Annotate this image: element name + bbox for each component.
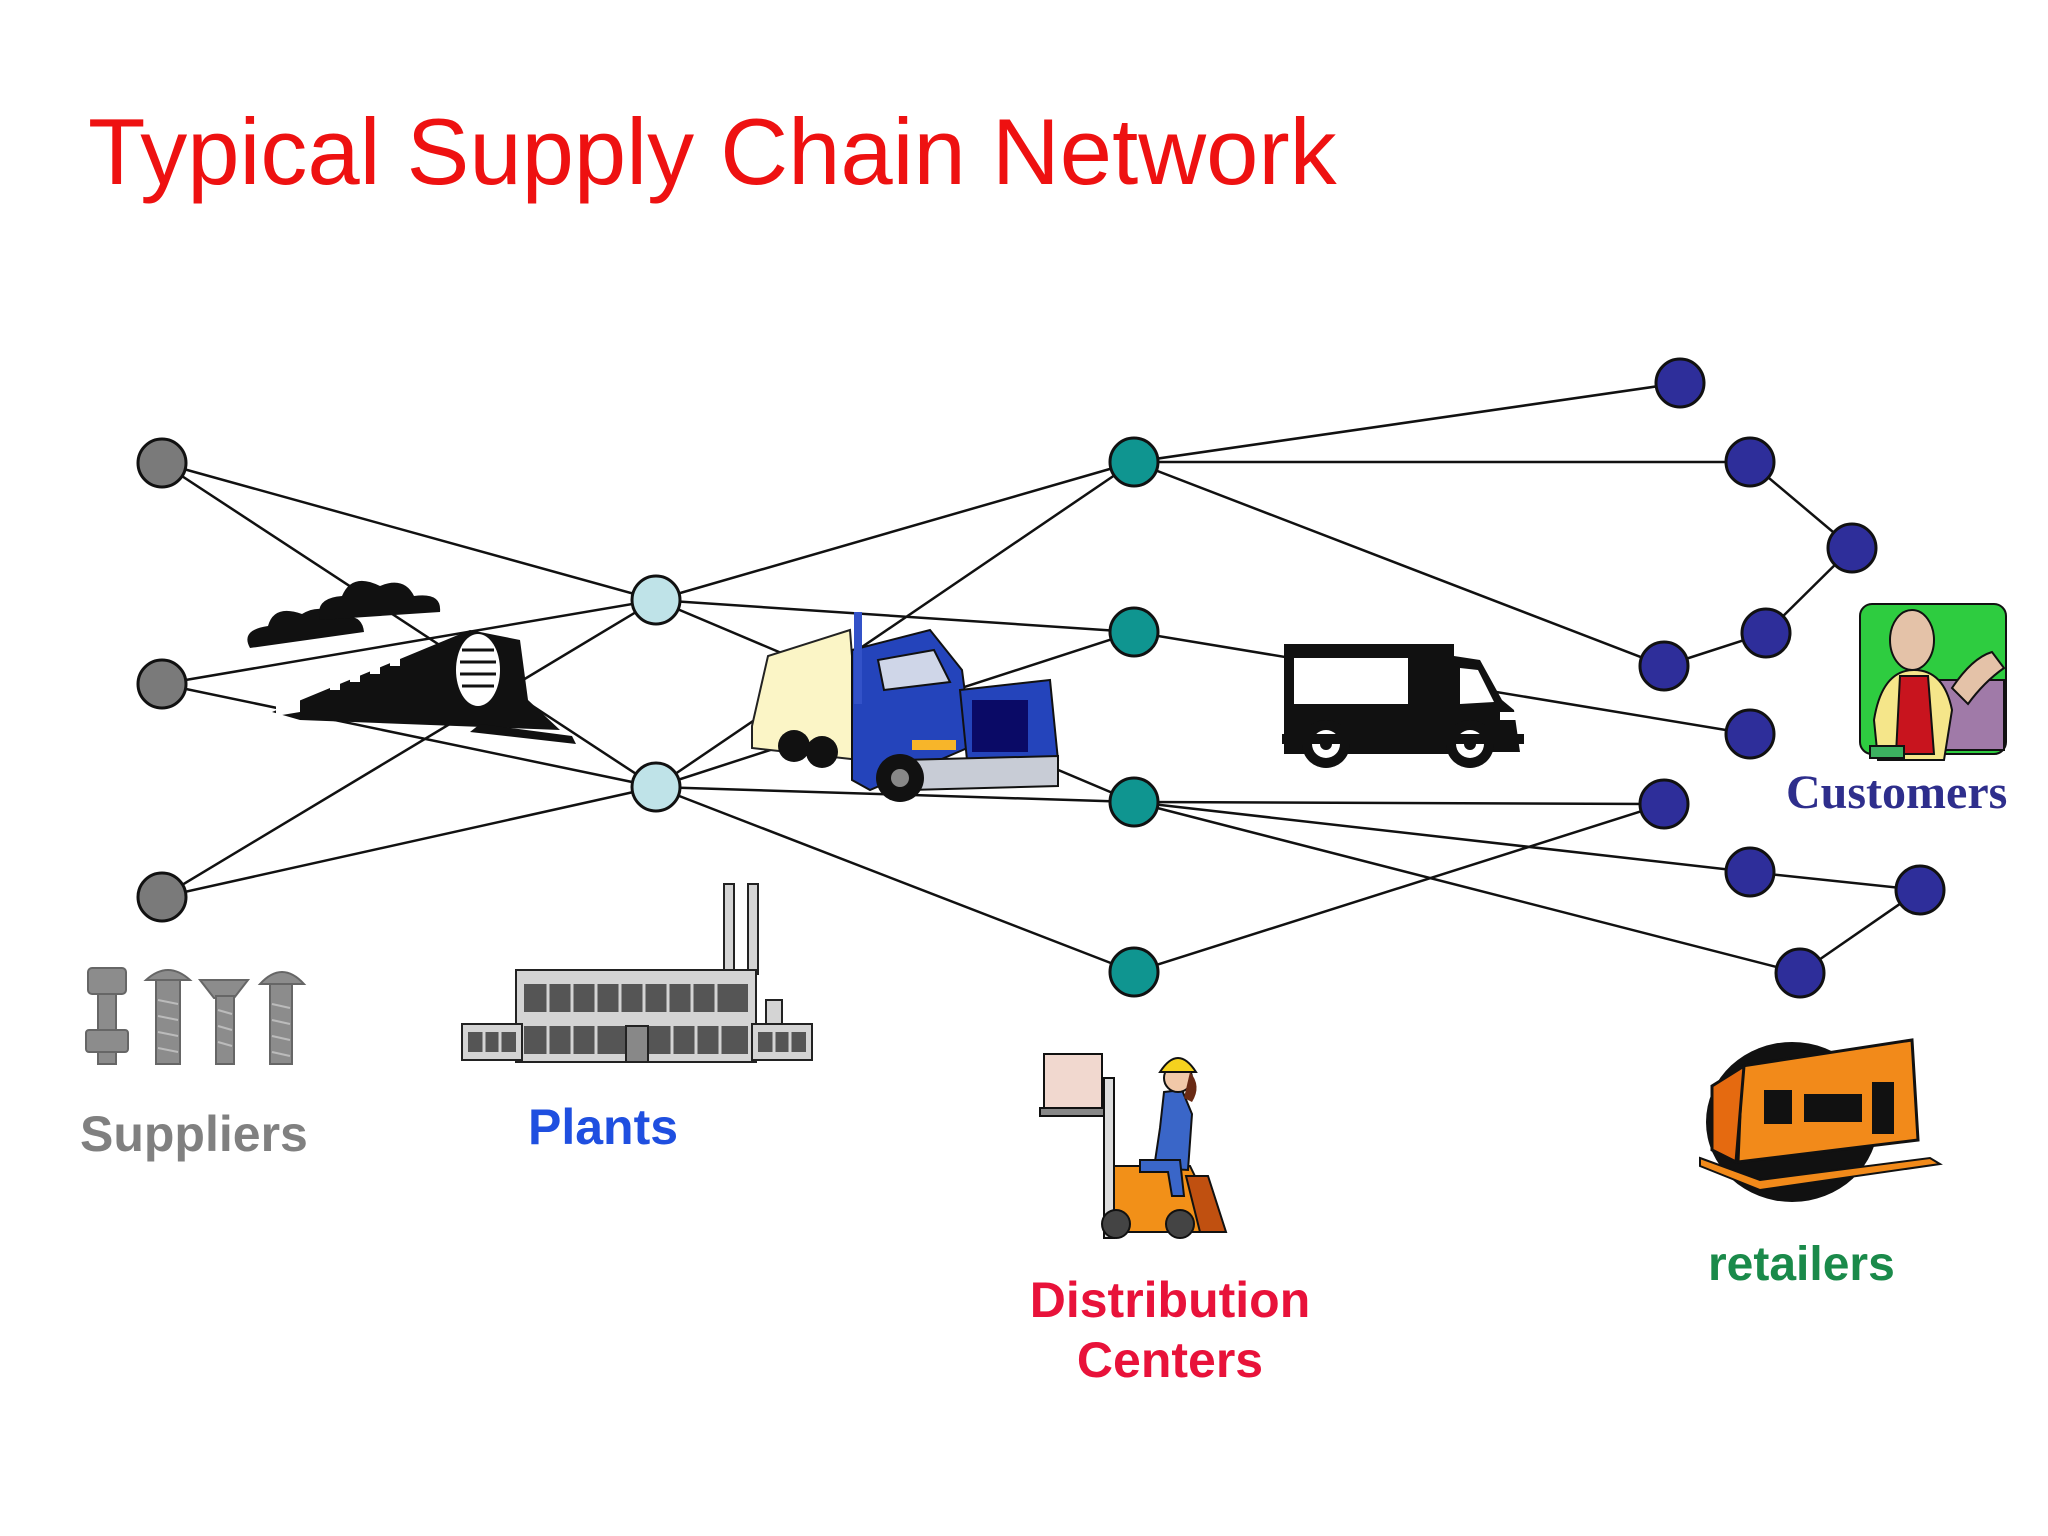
retail-node — [1638, 778, 1690, 830]
supplier-node — [136, 658, 188, 710]
distribution-centers-label-line1: Distribution — [1029, 1272, 1311, 1328]
semi-truck-icon — [751, 612, 1060, 802]
store-icon — [1699, 1038, 1943, 1202]
retail-node — [1740, 607, 1792, 659]
distribution-centers-label-line2: Centers — [1076, 1332, 1264, 1388]
retail-node — [1638, 640, 1690, 692]
dc-node — [1108, 946, 1160, 998]
train-icon — [247, 580, 576, 744]
supplier-node — [136, 871, 188, 923]
suppliers-label: Suppliers — [80, 1106, 308, 1162]
retail-node — [1774, 947, 1826, 999]
customer-cashier-icon — [1859, 603, 2007, 761]
plants-label: Plants — [528, 1099, 679, 1155]
retail-node — [1724, 436, 1776, 488]
factory-icon — [461, 883, 813, 1063]
delivery-van-icon — [1282, 644, 1524, 768]
distribution-centers-label: Distribution Centers — [1000, 1270, 1340, 1390]
plant-node — [630, 574, 682, 626]
retail-node — [1654, 357, 1706, 409]
dc-nodes — [1108, 436, 1160, 998]
retail-nodes — [1638, 357, 1946, 999]
customers-label: Customers — [1786, 766, 2008, 819]
dc-node — [1108, 436, 1160, 488]
dc-node — [1108, 606, 1160, 658]
retail-node — [1826, 522, 1878, 574]
page-title: Typical Supply Chain Network — [88, 99, 1337, 204]
supplier-nodes — [136, 437, 188, 923]
retail-node — [1894, 864, 1946, 916]
plant-nodes — [630, 574, 682, 813]
supplier-node — [136, 437, 188, 489]
retail-node — [1724, 708, 1776, 760]
forklift-worker-icon — [1039, 1053, 1228, 1239]
retailers-label: retailers — [1708, 1238, 1895, 1291]
plant-node — [630, 761, 682, 813]
bolts-icon — [85, 967, 307, 1065]
retail-node — [1724, 846, 1776, 898]
dc-node — [1108, 776, 1160, 828]
